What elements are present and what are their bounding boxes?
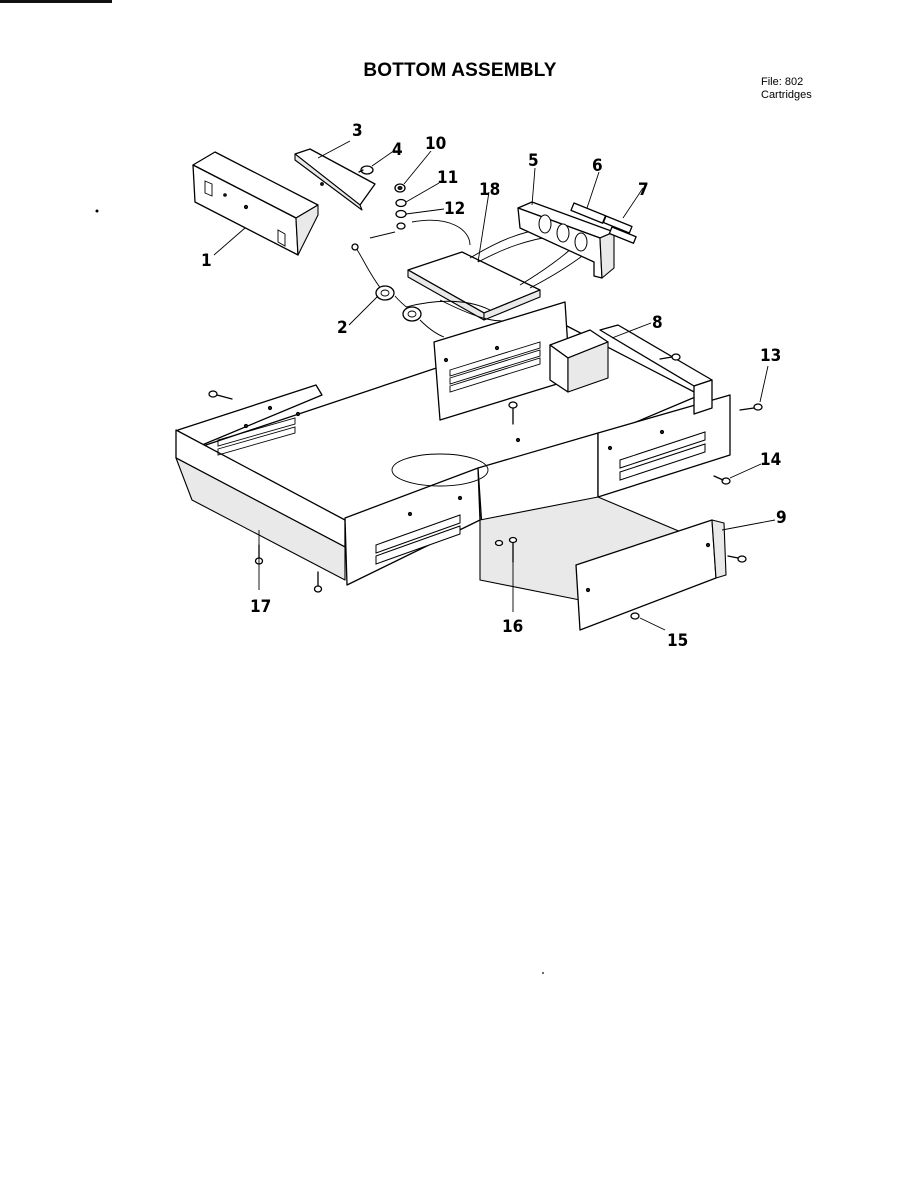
screw-13 (739, 403, 763, 411)
page-title: BOTTOM ASSEMBLY (363, 60, 557, 81)
leader-lines (213, 140, 776, 631)
screw-center (508, 401, 518, 425)
callout-11: 11 (437, 168, 458, 188)
screws (208, 353, 763, 620)
part-5-connector-block (517, 201, 615, 279)
file-note-line-2: Cartridges (761, 89, 812, 101)
scan-mark (0, 0, 112, 3)
callout-7: 7 (638, 180, 649, 200)
callout-6: 6 (592, 156, 603, 176)
file-note: File: 802 Cartridges (761, 76, 812, 102)
screw-13b (659, 353, 681, 361)
screw-14 (713, 475, 731, 485)
callout-3: 3 (352, 121, 363, 141)
part-1-bracket (192, 151, 319, 256)
callout-2: 2 (337, 318, 348, 338)
part-9-cover-plate (575, 519, 727, 631)
part-3-plate (294, 148, 376, 211)
callout-1: 1 (201, 251, 212, 271)
callout-8: 8 (652, 313, 663, 333)
scan-speck (95, 209, 99, 213)
callout-14: 14 (760, 450, 781, 470)
screw-15 (630, 612, 640, 620)
callout-17: 17 (250, 597, 271, 617)
callout-9: 9 (776, 508, 787, 528)
callout-16: 16 (502, 617, 523, 637)
callout-15: 15 (667, 631, 688, 651)
file-note-line-1: File: 802 (761, 76, 804, 88)
callout-5: 5 (528, 151, 539, 171)
callout-10: 10 (425, 134, 446, 154)
screw-16 (494, 536, 518, 563)
callout-4: 4 (392, 140, 403, 160)
part-4-screw (358, 165, 374, 175)
parts-6-7-pins (570, 202, 637, 244)
screw-17b (313, 571, 323, 593)
screw-9 (727, 555, 747, 563)
part-18-board (407, 219, 591, 322)
callout-18: 18 (479, 180, 500, 200)
callout-labels: 1 2 3 4 5 6 7 8 9 10 11 12 13 14 15 16 1… (201, 121, 787, 651)
scan-speck (542, 972, 544, 974)
callout-12: 12 (444, 199, 465, 219)
part-8-chassis (175, 301, 731, 601)
callout-13: 13 (760, 346, 781, 366)
parts-10-11-12-hardware (369, 183, 407, 239)
screw-left (208, 390, 233, 400)
part-2-harness (351, 243, 491, 338)
